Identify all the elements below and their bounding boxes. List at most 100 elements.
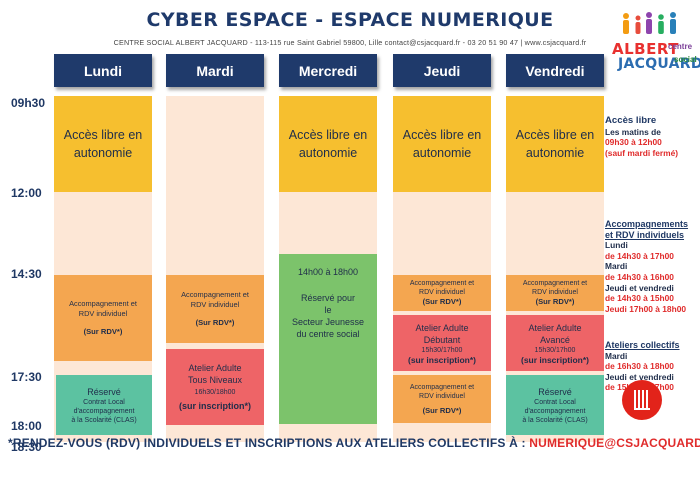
acces-libre-line1: Accès libre en (288, 128, 368, 142)
atelier-line2: Avancé (540, 334, 570, 345)
atelier-hours: 15h30/17h00 (534, 346, 576, 354)
mercredi-line4: du centre social (296, 329, 360, 339)
accompagnement-line2: RDV individuel (532, 289, 578, 296)
side-jeudi-vendredi-hours: de 14h30 à 15h00 (605, 293, 674, 304)
accompagnement-line1: Accompagnement et (69, 299, 137, 308)
inscription-note: (sur inscription*) (178, 401, 251, 411)
accompagnement-line1: Accompagnement et (522, 280, 588, 287)
acces-libre-line2: autonomie (73, 146, 133, 160)
side-acces-libre: Accès libre Les matins de 09h30 à 12h00 … (605, 115, 679, 158)
mercredi-line2: le (324, 305, 332, 315)
footer-text: *RENDEZ-VOUS (RDV) INDIVIDUELS ET INSCRI… (8, 436, 530, 450)
time-label: 18:30 (11, 440, 42, 454)
side-acces-line1: Les matins de (605, 126, 661, 137)
rdv-note: (Sur RDV*) (83, 327, 123, 336)
acces-libre-line1: Accès libre en (515, 128, 595, 142)
acces-libre-line1: Accès libre en (402, 128, 482, 142)
atelier-line2: Tous Niveaux (187, 375, 243, 385)
mercredi-line1: Réservé pour (300, 293, 356, 303)
accompagnement-line2: RDV individuel (78, 309, 128, 318)
mercredi-line3: Secteur Jeunesse (291, 317, 365, 327)
clas-line3: d'accompagnement (73, 407, 135, 415)
accompagnement-line1: Accompagnement et (409, 383, 475, 391)
side-jeudi-vendredi: Jeudi et vendredi (605, 282, 674, 293)
accompagnement-mardi: Accompagnement et RDV individuel (Sur RD… (166, 275, 264, 343)
side-ateliers-mardi: Mardi (605, 350, 628, 361)
acces-libre-lundi: Accès libre en autonomie (54, 96, 152, 192)
acces-libre-line2: autonomie (525, 146, 585, 160)
side-acc-title1: Accompagnements (605, 219, 689, 229)
day-header-mercredi: Mercredi (279, 54, 377, 87)
accompagnement-lundi: Accompagnement et RDV individuel (Sur RD… (54, 275, 152, 361)
clas-line2: Contrat Local (534, 398, 576, 406)
atelier-tous-niveaux-mardi: Atelier Adulte Tous Niveaux 16h30/18h00 … (166, 349, 264, 425)
accompagnement-line1: Accompagnement et (181, 290, 249, 299)
accompagnement-line2: RDV individuel (190, 300, 240, 309)
acces-libre-line2: autonomie (298, 146, 358, 160)
side-acces-title: Accès libre (605, 115, 657, 126)
side-jeudi-soir: Jeudi 17h00 à 18h00 (605, 303, 687, 314)
footer-email-link[interactable]: NUMERIQUE@CSJACQUARD.FR (529, 436, 700, 450)
time-label: 14:30 (11, 267, 42, 281)
page-title: CYBER ESPACE - ESPACE NUMERIQUE (146, 9, 554, 31)
day-header-vendredi: Vendredi (506, 54, 604, 87)
day-header-mardi: Mardi (166, 54, 264, 87)
atelier-hours: 16h30/18h00 (194, 389, 236, 396)
family-figures-icon (623, 12, 676, 34)
rdv-note: (Sur RDV*) (422, 297, 462, 306)
day-header-lundi: Lundi (54, 54, 152, 87)
logo-jacquard: JACQUARD (618, 56, 700, 72)
logo-centre: centre (668, 42, 693, 51)
acces-libre-line1: Accès libre en (63, 128, 143, 142)
secteur-jeunesse-mercredi: 14h00 à 18h00 Réservé pour le Secteur Je… (279, 254, 377, 424)
day-header-jeudi: Jeudi (393, 54, 491, 87)
contact-line: CENTRE SOCIAL ALBERT JACQUARD - 113-115 … (113, 38, 587, 47)
clas-line4: à la Scolarité (CLAS) (71, 416, 137, 424)
accompagnement-jeudi: Accompagnement et RDV individuel (Sur RD… (393, 275, 491, 311)
footer-note: *RENDEZ-VOUS (RDV) INDIVIDUELS ET INSCRI… (8, 436, 700, 450)
side-acces-line2: 09h30 à 12h00 (605, 137, 662, 148)
inscription-note: (sur inscription*) (407, 354, 476, 365)
clas-line1: Réservé (87, 386, 121, 397)
atelier-line1: Atelier Adulte (188, 363, 242, 373)
accompagnement-line2: RDV individuel (419, 392, 465, 400)
accompagnement-jeudi-soir: Accompagnement et RDV individuel (Sur RD… (393, 375, 491, 423)
accompagnement-line2: RDV individuel (419, 289, 465, 296)
rdv-note: (Sur RDV*) (535, 297, 575, 306)
mercredi-hours: 14h00 à 18h00 (297, 267, 359, 277)
time-label: 18:00 (11, 419, 42, 433)
side-ateliers-mardi-hours: de 16h30 à 18h00 (605, 361, 674, 372)
atelier-line1: Atelier Adulte (528, 322, 582, 333)
logo-albert: ALBERT (612, 40, 679, 58)
side-lundi: Lundi (605, 240, 628, 251)
atelier-avance-vendredi: Atelier Adulte Avancé 15h30/17h00 (sur i… (506, 315, 604, 371)
clas-line2: Contrat Local (83, 398, 125, 406)
atelier-line1: Atelier Adulte (415, 322, 469, 333)
side-accompagnements: Accompagnements et RDV individuels Lundi… (605, 219, 688, 314)
time-label: 17:30 (11, 370, 42, 384)
side-ateliers-title: Ateliers collectifs (605, 340, 680, 350)
side-ateliers-jv: Jeudi et vendredi (605, 371, 674, 382)
accompagnement-vendredi: Accompagnement et RDV individuel (Sur RD… (506, 275, 604, 311)
side-mardi-hours: de 14h30 à 16h00 (605, 271, 674, 282)
side-lundi-hours: de 14h30 à 17h00 (605, 250, 674, 261)
acces-libre-mercredi: Accès libre en autonomie (279, 96, 377, 192)
time-label: 09h30 (11, 96, 46, 110)
lille-logo (622, 380, 662, 420)
atelier-hours: 15h30/17h00 (421, 346, 463, 354)
acces-libre-vendredi: Accès libre en autonomie (506, 96, 604, 192)
rdv-note: (Sur RDV*) (422, 405, 462, 415)
acces-libre-line2: autonomie (412, 146, 472, 160)
side-acc-title2: et RDV individuels (605, 229, 685, 240)
logo-social: social (674, 55, 697, 64)
time-label: 12:00 (11, 186, 42, 200)
side-acces-line3: (sauf mardi fermé) (605, 147, 679, 158)
rdv-note: (Sur RDV*) (195, 318, 235, 327)
clas-line1: Réservé (538, 386, 572, 397)
atelier-debutant-jeudi: Atelier Adulte Débutant 15h30/17h00 (sur… (393, 315, 491, 371)
clas-vendredi: Réservé Contrat Local d'accompagnement à… (506, 375, 604, 435)
accompagnement-line1: Accompagnement et (409, 280, 475, 287)
clas-lundi: Réservé Contrat Local d'accompagnement à… (56, 375, 152, 435)
atelier-line2: Débutant (423, 334, 461, 345)
inscription-note: (sur inscription*) (520, 354, 589, 365)
